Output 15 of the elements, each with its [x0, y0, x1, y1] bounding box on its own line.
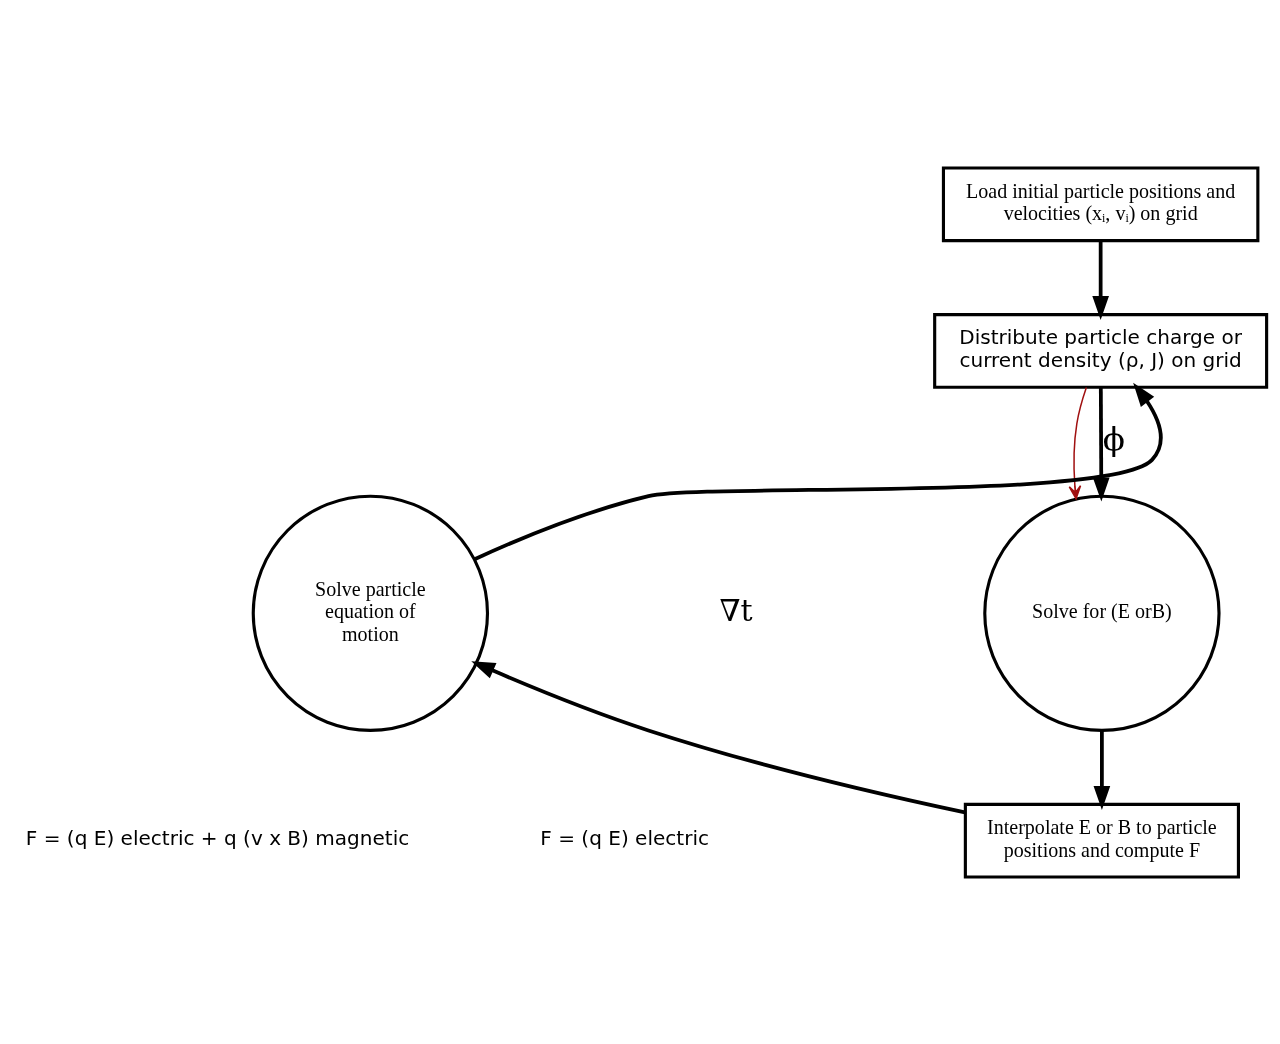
label: F = (q E) electric + q (v x B) magnetic — [25, 825, 410, 850]
edge-label: ϕ — [1102, 419, 1125, 458]
node-box: Load initial particle positions and velocities (xᵢ, vᵢ) on grid — [941, 165, 1260, 242]
node-circle: Solve particle equation of motion — [251, 494, 490, 732]
node-circle: Solve for (E orB) — [983, 494, 1221, 732]
node-box: Distribute particle charge or current density (ρ, J) on grid — [933, 312, 1269, 389]
arrow — [1092, 240, 1109, 320]
label: ∇t — [719, 592, 753, 628]
arrow — [471, 660, 966, 814]
arrow — [473, 382, 1163, 561]
label: F = (q E) electric — [540, 825, 709, 850]
arrow — [1068, 386, 1088, 499]
arrow — [1093, 730, 1111, 810]
node-box: Interpolate E or B to particle positions and compute F — [963, 802, 1240, 879]
arrow — [1092, 387, 1110, 502]
